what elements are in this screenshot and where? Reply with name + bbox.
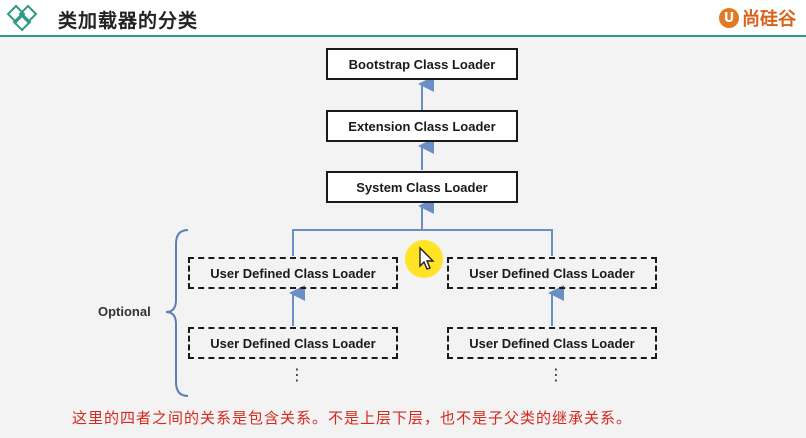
slide-title: 类加载器的分类: [58, 10, 199, 32]
caption-note: 这里的四者之间的关系是包含关系。不是上层下层，也不是子父类的继承关系。: [72, 409, 633, 427]
user-defined-loader-right-2: User Defined Class Loader: [447, 327, 657, 359]
extension-label: Extension Class Loader: [348, 118, 496, 134]
header-divider: [0, 35, 806, 37]
system-label: System Class Loader: [356, 179, 488, 195]
mouse-pointer-icon: [419, 246, 435, 270]
bootstrap-label: Bootstrap Class Loader: [348, 56, 496, 72]
ellipsis-right: ⋮: [548, 367, 564, 384]
user-label: User Defined Class Loader: [210, 335, 376, 351]
optional-brace: [165, 229, 189, 397]
optional-label: Optional: [98, 304, 151, 319]
brand-logo: U 尚硅谷: [719, 6, 796, 30]
bootstrap-class-loader: Bootstrap Class Loader: [326, 48, 518, 80]
user-defined-loader-left-2: User Defined Class Loader: [188, 327, 398, 359]
extension-class-loader: Extension Class Loader: [326, 110, 518, 142]
brand-badge-icon: U: [719, 8, 739, 28]
slide-header: 类加载器的分类 U 尚硅谷: [0, 0, 806, 36]
branch-connector: [292, 229, 553, 256]
user-defined-loader-right-1: User Defined Class Loader: [447, 257, 657, 289]
ellipsis-left: ⋮: [289, 367, 305, 384]
user-label: User Defined Class Loader: [469, 335, 635, 351]
user-label: User Defined Class Loader: [469, 265, 635, 281]
user-label: User Defined Class Loader: [210, 265, 376, 281]
diamond-logo-icon: [6, 4, 38, 32]
system-class-loader: System Class Loader: [326, 171, 518, 203]
brand-name: 尚硅谷: [742, 9, 796, 30]
user-defined-loader-left-1: User Defined Class Loader: [188, 257, 398, 289]
